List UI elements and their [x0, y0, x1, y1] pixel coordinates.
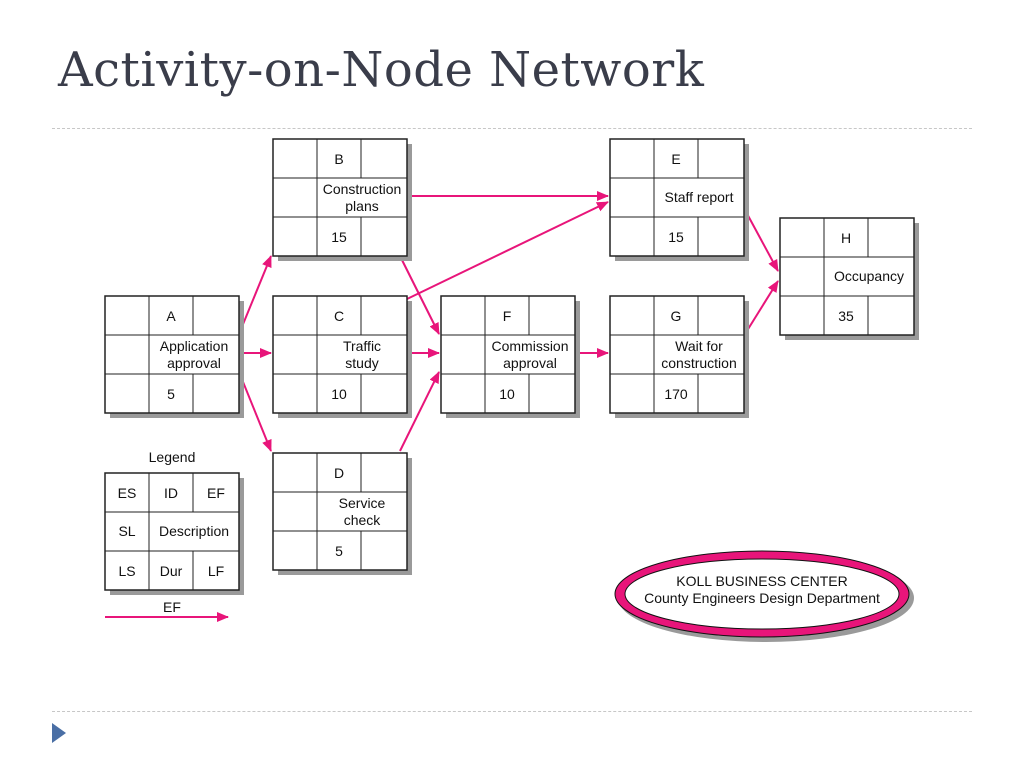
seal-line-1: KOLL BUSINESS CENTER — [676, 573, 847, 589]
bottom-divider — [52, 711, 972, 712]
node-a-duration: 5 — [167, 386, 175, 402]
legend-ls: LS — [118, 563, 135, 579]
legend-dur: Dur — [160, 563, 183, 579]
node-f-id: F — [503, 308, 512, 324]
legend-title: Legend — [149, 449, 196, 465]
node-b-description: plans — [345, 198, 378, 214]
node-c-description: study — [345, 355, 378, 371]
edge-e-to-h — [744, 209, 779, 272]
top-divider — [52, 128, 972, 129]
node-g-description: construction — [661, 355, 736, 371]
node-d-description: Service — [339, 495, 386, 511]
node-e-description: Staff report — [664, 189, 733, 205]
slide-corner-arrow-icon — [52, 723, 66, 743]
legend-sl: SL — [118, 523, 135, 539]
node-g-id: G — [671, 308, 682, 324]
node-h-duration: 35 — [838, 308, 854, 324]
edges-layer — [238, 191, 779, 452]
edge-a-to-d — [238, 371, 272, 452]
node-h-description: Occupancy — [834, 268, 904, 284]
legend-es: ES — [118, 485, 137, 501]
node-g-duration: 170 — [664, 386, 688, 402]
edge-g-to-h — [744, 280, 779, 335]
node-b-description: Construction — [323, 181, 402, 197]
node-d-description: check — [344, 512, 382, 528]
nodes-layer: AApplicationapproval5BConstructionplans1… — [104, 138, 919, 575]
koll-business-center-seal: KOLL BUSINESS CENTER County Engineers De… — [614, 550, 914, 642]
edge-c-to-e — [406, 201, 609, 300]
legend-description: Description — [159, 523, 229, 539]
node-a-description: Application — [160, 338, 229, 354]
legend-ef: EF — [207, 485, 225, 501]
node-f-description: Commission — [491, 338, 568, 354]
node-b-id: B — [334, 151, 343, 167]
node-f-duration: 10 — [499, 386, 515, 402]
edge-a-to-b — [238, 255, 272, 335]
slide-title: Activity-on-Node Network — [58, 42, 705, 98]
legend-arrow-label: EF — [163, 599, 181, 615]
seal-inner — [624, 558, 900, 630]
node-c-description: Traffic — [343, 338, 381, 354]
node-b-duration: 15 — [331, 229, 347, 245]
node-e-duration: 15 — [668, 229, 684, 245]
node-a-id: A — [166, 308, 176, 324]
node-e-id: E — [671, 151, 680, 167]
legend-lf: LF — [208, 563, 224, 579]
node-e: E Staff report 15 — [609, 138, 749, 261]
edge-b-to-f — [399, 255, 440, 335]
node-c-id: C — [334, 308, 344, 324]
node-h: H Occupancy 35 — [779, 217, 919, 340]
node-d-id: D — [334, 465, 344, 481]
node-d-duration: 5 — [335, 543, 343, 559]
node-g-description: Wait for — [675, 338, 723, 354]
node-h-id: H — [841, 230, 851, 246]
legend-id: ID — [164, 485, 178, 501]
node-a-description: approval — [167, 355, 221, 371]
node-c-duration: 10 — [331, 386, 347, 402]
seal-line-2: County Engineers Design Department — [644, 590, 880, 606]
edge-d-to-f — [399, 371, 440, 452]
node-f-description: approval — [503, 355, 557, 371]
